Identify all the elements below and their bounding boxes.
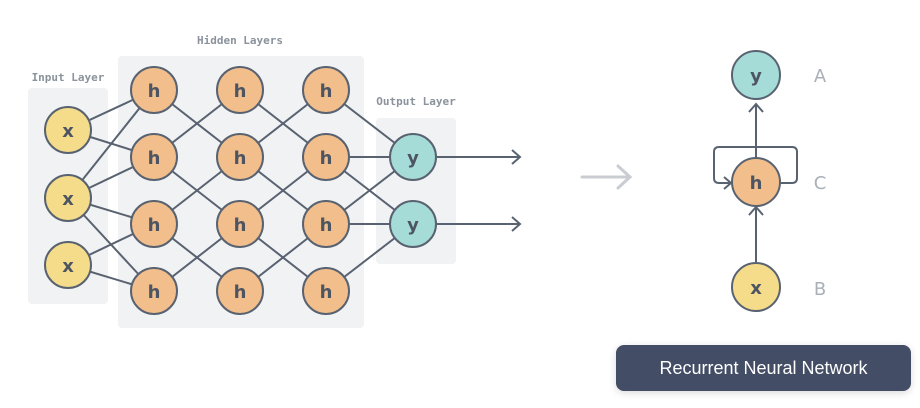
input-node: x [44,241,92,289]
hidden-node-label: h [234,282,247,303]
hidden-node-label: h [320,282,333,303]
output-node: y [389,133,437,181]
input-layer-label: Input Layer [32,71,105,84]
rnn-recurrent-loop [713,146,798,184]
output-node-label: y [407,215,419,236]
hidden-node: h [130,133,178,181]
rnn-title-badge: Recurrent Neural Network [616,345,911,391]
hidden-node: h [216,133,264,181]
transition-arrow-icon [580,164,633,190]
hidden-node: h [302,267,350,315]
hidden-node-label: h [234,81,247,102]
hidden-node: h [302,133,350,181]
hidden-node-label: h [148,81,161,102]
hidden-node-label: h [148,148,161,169]
input-node-label: x [62,121,74,142]
hidden-node: h [216,66,264,114]
hidden-node-label: h [234,148,247,169]
hidden-node: h [216,200,264,248]
hidden-layers-label: Hidden Layers [197,34,283,47]
hidden-node: h [302,200,350,248]
rnn-letter-a: A [814,66,827,87]
hidden-node: h [216,267,264,315]
rnn-letter-b: B [814,279,826,300]
input-node-label: x [62,256,74,277]
rnn-input-node [731,262,781,312]
hidden-node: h [130,200,178,248]
hidden-node-label: h [234,215,247,236]
rnn-hidden-node-label: h [750,173,763,194]
rnn-output-node-label: y [750,66,762,87]
hidden-node-label: h [320,148,333,169]
output-arrow-1-head [511,149,522,165]
hidden-layers-panel [118,56,364,328]
hidden-node-label: h [320,81,333,102]
input-node: x [44,174,92,222]
output-node: y [389,200,437,248]
hidden-node: h [302,66,350,114]
hidden-node: h [130,267,178,315]
hidden-node-label: h [148,282,161,303]
output-arrow-2-head [511,216,522,232]
input-node-label: x [62,189,74,210]
hidden-node-label: h [320,215,333,236]
output-layer-label: Output Layer [376,95,456,108]
input-node: x [44,106,92,154]
output-arrows [435,149,522,232]
output-node-label: y [407,148,419,169]
rnn-input-node-label: x [750,278,762,299]
hidden-node: h [130,66,178,114]
rnn-hidden-node [731,157,781,207]
network-nodes: x x x h h h h h h h h h h h h y y [44,66,437,315]
hidden-node-label: h [148,215,161,236]
rnn-letter-c: C [814,173,827,194]
rnn-output-node [731,50,781,100]
rnn-diagram: y h x A C B [713,50,827,312]
